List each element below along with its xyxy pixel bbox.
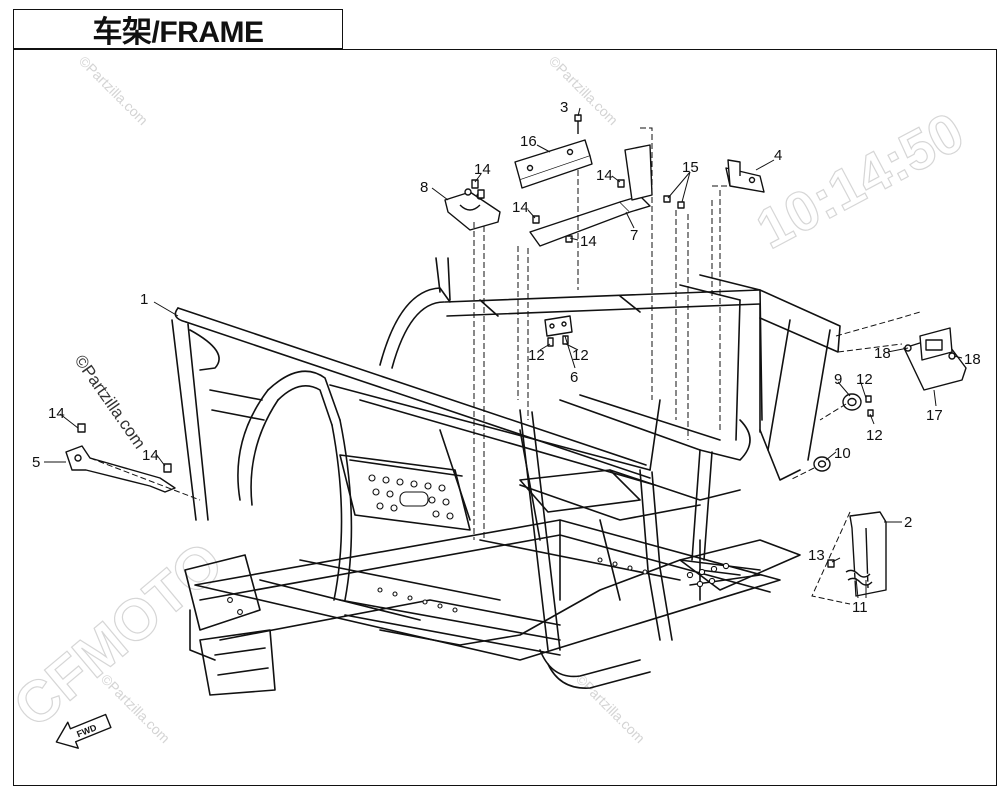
callout-2: 2 — [904, 514, 912, 531]
diagram-border — [13, 49, 997, 786]
callout-14-e: 14 — [48, 405, 65, 422]
part-12-bolts — [547, 335, 874, 417]
callout-12-a: 12 — [528, 347, 545, 364]
part-18-bolts — [904, 344, 956, 360]
part-10-bushing — [813, 456, 831, 472]
part-6-tab — [544, 315, 573, 337]
fwd-arrow: FWD — [55, 713, 112, 749]
callout-13: 13 — [808, 547, 825, 564]
leader-lines — [44, 107, 963, 599]
callout-14-c: 14 — [512, 199, 529, 216]
part-17-panel — [903, 327, 967, 391]
part-8-bracket — [444, 188, 501, 231]
assembly-lines — [89, 127, 921, 605]
callout-labels: 1 2 3 4 5 6 7 8 9 10 11 12 12 12 12 13 1… — [32, 99, 981, 616]
callout-9: 9 — [834, 371, 842, 388]
callout-4: 4 — [774, 147, 782, 164]
callout-7: 7 — [630, 227, 638, 244]
callout-12-b: 12 — [572, 347, 589, 364]
callout-3: 3 — [560, 99, 568, 116]
part-7-tube — [529, 144, 653, 247]
part-14-fasteners — [77, 179, 625, 473]
watermark-site-2: ©Partzilla.com — [546, 53, 621, 128]
watermark-site-1: ©Partzilla.com — [76, 53, 151, 128]
callout-14-a: 14 — [474, 161, 491, 178]
callout-10: 10 — [834, 445, 851, 462]
callout-11: 11 — [852, 599, 868, 616]
fwd-arrow-icon — [55, 713, 112, 749]
callout-5: 5 — [32, 454, 40, 471]
callout-15: 15 — [682, 159, 699, 176]
part-16-rail — [514, 139, 593, 189]
part-3-bolt — [574, 114, 582, 134]
part-13-bolt — [827, 559, 835, 568]
callout-14-d: 14 — [580, 233, 597, 250]
floor-holes — [227, 474, 730, 615]
callout-8: 8 — [420, 179, 428, 196]
watermark-site-5: ©Partzilla.com — [71, 351, 150, 452]
watermark-timestamp: 10:14:50 — [746, 100, 974, 261]
callout-14-b: 14 — [596, 167, 613, 184]
watermark-site-3: ©Partzilla.com — [98, 671, 173, 746]
callout-6: 6 — [570, 369, 578, 386]
frame-assembly — [171, 257, 841, 696]
part-9-bushing — [842, 393, 862, 411]
part-15-bolts — [663, 195, 685, 209]
callout-16: 16 — [520, 133, 537, 150]
page-title: 车架/FRAME — [92, 16, 265, 49]
part-5-bar — [65, 445, 176, 493]
callout-12-c: 12 — [856, 371, 873, 388]
callout-14-f: 14 — [142, 447, 159, 464]
callout-1: 1 — [140, 291, 148, 308]
callout-12-d: 12 — [866, 427, 883, 444]
exploded-parts — [65, 114, 967, 597]
callout-18-a: 18 — [874, 345, 891, 362]
callout-18-b: 18 — [964, 351, 981, 368]
title-box: 车架/FRAME — [13, 9, 343, 49]
callout-17: 17 — [926, 407, 943, 424]
part-4-bracket — [725, 159, 765, 193]
watermark-brand: CFMOTO — [2, 529, 235, 740]
